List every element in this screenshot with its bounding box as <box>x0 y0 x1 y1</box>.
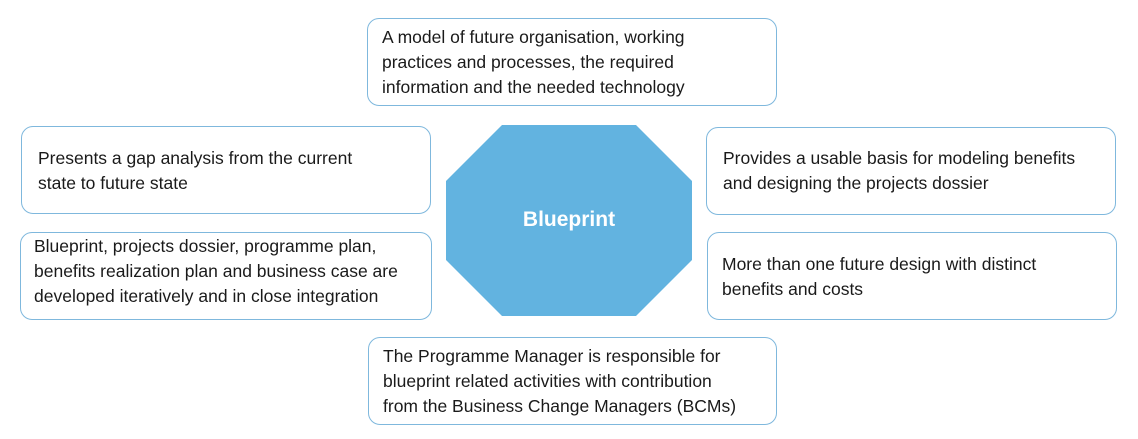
blueprint-label: Blueprint <box>522 208 616 231</box>
box-text-line: state to future state <box>38 173 188 193</box>
box-multiple-designs: More than one future design with distinc… <box>707 232 1117 320</box>
box-text-line: information and the needed technology <box>382 77 685 97</box>
box-text-line: More than one future design with distinc… <box>722 254 1037 274</box>
box-programme-manager: The Programme Manager is responsible for… <box>368 337 777 425</box>
box-text-line: benefits realization plan and business c… <box>34 261 398 281</box>
box-text-line: The Programme Manager is responsible for <box>383 346 721 366</box>
box-text-line: practices and processes, the required <box>382 52 674 72</box>
box-text-line: from the Business Change Managers (BCMs) <box>383 396 737 416</box>
box-text-line: blueprint related activities with contri… <box>383 371 712 391</box>
box-text-line: benefits and costs <box>722 279 864 299</box>
box-text-line: Blueprint, projects dossier, programme p… <box>34 236 377 256</box>
box-text-line: Provides a usable basis for modeling ben… <box>723 148 1076 168</box>
blueprint-octagon <box>446 125 692 316</box>
box-text-line: and designing the projects dossier <box>723 173 989 193</box>
box-text-line: Presents a gap analysis from the current <box>38 148 353 168</box>
octagon-shape <box>446 125 692 316</box>
box-future-model: A model of future organisation, working … <box>367 18 777 106</box>
box-text-line: A model of future organisation, working <box>382 27 685 47</box>
box-text-line: developed iteratively and in close integ… <box>34 286 379 306</box>
box-gap-analysis: Presents a gap analysis from the current… <box>21 126 431 214</box>
box-usable-basis: Provides a usable basis for modeling ben… <box>706 127 1116 215</box>
box-iterative-development: Blueprint, projects dossier, programme p… <box>20 232 432 320</box>
